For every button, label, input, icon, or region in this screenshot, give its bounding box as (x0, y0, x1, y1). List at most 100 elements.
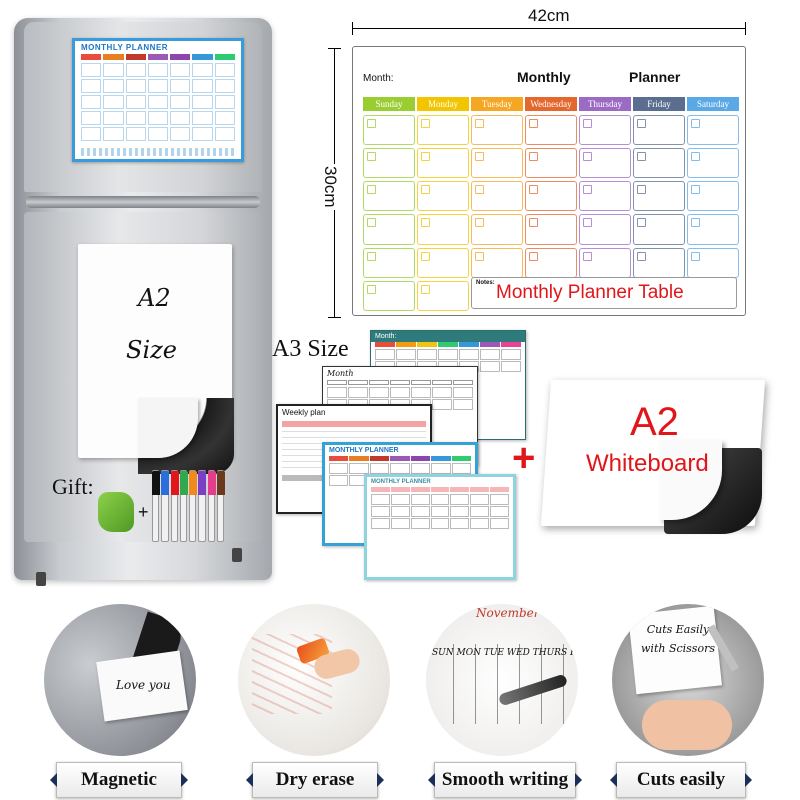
planner-title-monthly: Monthly (517, 69, 571, 85)
calendar-cell (417, 214, 469, 245)
calendar-cell (579, 115, 631, 146)
fridge-sheet-line2: Size (126, 336, 177, 364)
marker-pens (152, 470, 225, 542)
calendar-cell (363, 181, 415, 212)
weekday-thursday: Thursday (579, 97, 631, 111)
calendar-cell (471, 214, 523, 245)
calendar-cell (471, 148, 523, 179)
feature-smooth-writing-photo: November SUN MON TUE WED THURS FRI SAT (426, 604, 578, 756)
feature-dry-erase-label-box: Dry erase (246, 762, 384, 798)
calendar-cell (687, 247, 739, 278)
calendar-cell (417, 115, 469, 146)
feature-dry-erase-label: Dry erase (275, 769, 355, 790)
mini-planner-cell (192, 63, 213, 77)
fridge-sheet-line1: A2 (138, 284, 171, 312)
mini-planner-cell (81, 111, 102, 125)
gift-plus: + (138, 502, 149, 522)
calendar-cell (363, 148, 415, 179)
calendar-cell (687, 148, 739, 179)
teal-sheet-month: Month: (371, 331, 525, 342)
calendar-cell (579, 181, 631, 212)
mini-planner-cell (170, 127, 191, 141)
a3-sheet-floral: MONTHLY PLANNER (364, 474, 516, 580)
marker-pen-icon (161, 470, 170, 542)
calendar-cell (579, 247, 631, 278)
cut-sheet-text: Cuts Easily with Scissors (641, 623, 715, 655)
calendar-cell (417, 280, 469, 311)
calendar-cell (363, 214, 415, 245)
calendar-cell (363, 280, 415, 311)
mini-planner-cell (170, 63, 191, 77)
mini-planner-cell (125, 95, 146, 109)
calendar-cell (417, 181, 469, 212)
mini-planner-cell (125, 79, 146, 93)
fridge-door-handle (26, 196, 260, 208)
marker-pen-icon (207, 470, 216, 542)
mini-planner-cell (170, 95, 191, 109)
mini-planner-cell (81, 63, 102, 77)
a3-size-label: A3 Size (272, 336, 349, 362)
feature-smooth-writing-label: Smooth writing (441, 769, 569, 790)
mini-planner-cell (81, 127, 102, 141)
mini-planner-cell (170, 111, 191, 125)
marker-pen-icon (216, 470, 225, 542)
a2-title: A2 (630, 400, 679, 444)
marker-pen-icon (152, 470, 160, 542)
calendar-cell (525, 247, 577, 278)
blue-sheet-title: MONTHLY PLANNER (329, 447, 399, 454)
feature-magnetic-label: Magnetic (81, 769, 157, 790)
marker-pen-icon (179, 470, 188, 542)
calendar-cell (525, 214, 577, 245)
feature-smooth-writing-label-box: Smooth writing (428, 762, 582, 798)
feature-cuts-easily-photo: Cuts Easily with Scissors (612, 604, 764, 756)
fridge-mini-planner: MONTHLY PLANNER (72, 38, 244, 162)
calendar-cell (579, 148, 631, 179)
notes-label: Notes: (476, 280, 495, 286)
weekday-sunday: Sunday (363, 97, 415, 111)
weekday-wednesday: Wednesday (525, 97, 577, 111)
calendar-cell (471, 247, 523, 278)
mini-planner-cell (125, 127, 146, 141)
mini-planner-cell (147, 63, 169, 77)
a2-subtitle: Whiteboard (586, 450, 709, 477)
mini-planner-skyline (81, 148, 235, 156)
mini-planner-cell (81, 79, 102, 93)
mini-planner-cell (192, 111, 213, 125)
mini-planner-cell (214, 127, 235, 141)
mini-planner-cell (170, 79, 191, 93)
calendar-cell (633, 214, 685, 245)
month-label: Month: (363, 73, 394, 84)
mini-planner-cell (192, 79, 213, 93)
width-label: 42cm (526, 6, 572, 26)
mini-planner-day-row (75, 54, 241, 60)
calendar-cell (417, 247, 469, 278)
mini-planner-cell (81, 95, 102, 109)
planner-title-planner: Planner (629, 69, 681, 85)
fridge-foot (232, 548, 242, 562)
notes-box: Notes: Monthly Planner Table (471, 277, 737, 309)
mini-planner-cell (192, 95, 213, 109)
calendar-cell (363, 247, 415, 278)
mini-planner-cell (147, 111, 169, 125)
mini-planner-cell (214, 95, 235, 109)
gift-label: Gift: (52, 474, 94, 499)
weekly-sheet-title: Weekly plan (282, 408, 326, 417)
calendar-cell (687, 115, 739, 146)
weekday-tuesday: Tuesday (471, 97, 523, 111)
mini-planner-cell (103, 79, 124, 93)
mini-planner-cell (147, 127, 169, 141)
a2-plus-sign: + (512, 436, 536, 480)
width-dimension-line (352, 22, 746, 35)
weekday-monday: Monday (417, 97, 469, 111)
calendar-cell (579, 214, 631, 245)
mini-planner-cell (192, 127, 213, 141)
smooth-writing-month: November (476, 606, 540, 620)
floral-sheet-title: MONTHLY PLANNER (371, 479, 431, 485)
calendar-cell (633, 247, 685, 278)
calendar-cell (417, 148, 469, 179)
mini-planner-cell (214, 79, 235, 93)
calendar-cell (471, 181, 523, 212)
mini-planner-cell (125, 111, 146, 125)
